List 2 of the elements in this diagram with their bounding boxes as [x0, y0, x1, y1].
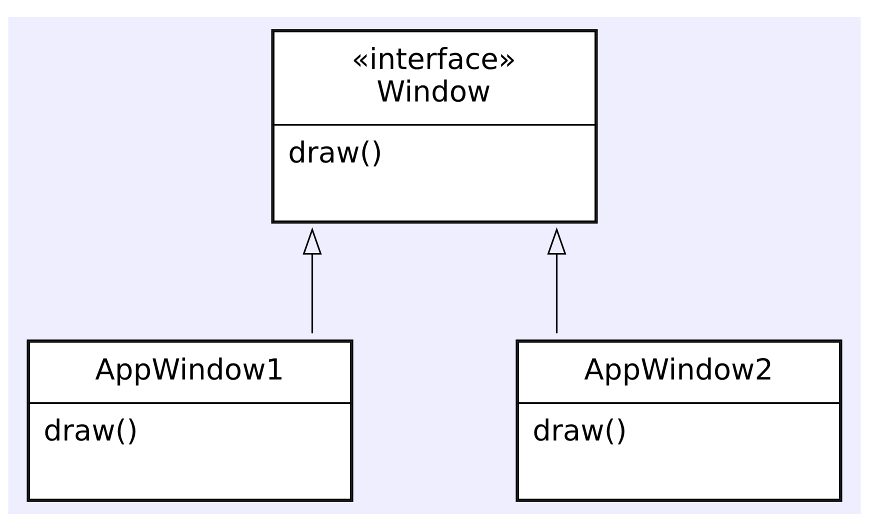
- arrow: [547, 227, 566, 334]
- arrow: [302, 227, 322, 334]
